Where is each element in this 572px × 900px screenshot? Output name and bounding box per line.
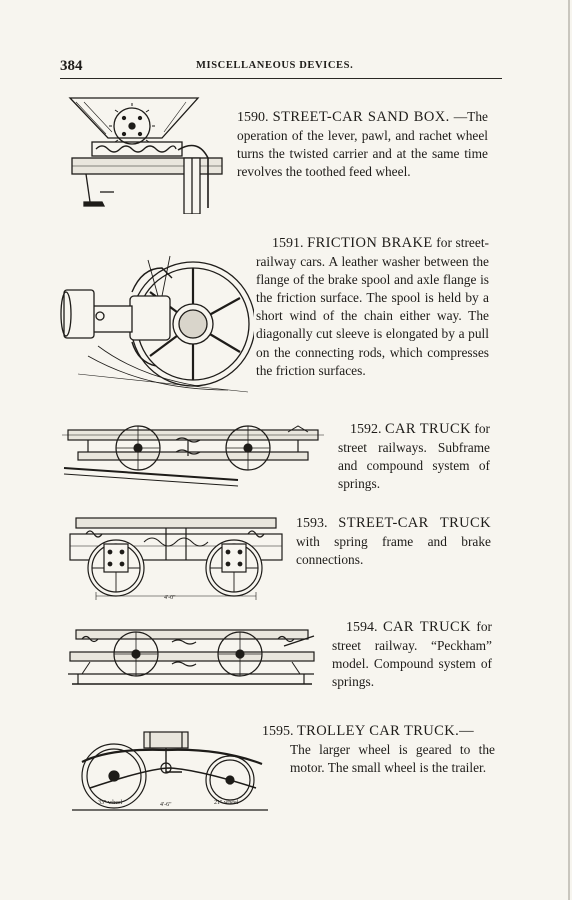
- entry-1591-title: FRICTION BRAKE: [307, 235, 433, 251]
- running-head: MISCELLANEOUS DEVICES.: [196, 60, 354, 71]
- page-number: 384: [60, 58, 83, 74]
- entry-1595-number: 1595.: [262, 724, 294, 739]
- figure-1591-friction-brake: [58, 236, 254, 394]
- entry-1592-body: for street railways. Subframe and compou…: [338, 421, 490, 492]
- entry-1591-number: 1591.: [272, 236, 304, 251]
- entry-1590-body: —The operation of the lever, pawl, and r…: [237, 109, 488, 180]
- header-rule: [60, 78, 502, 79]
- figure-1594-peckham-car-truck: [64, 622, 320, 698]
- entry-1591-body: for street-railway cars. A leather washe…: [256, 235, 489, 378]
- entry-1590: 1590. STREET-CAR SAND BOX. —The operatio…: [237, 108, 488, 181]
- entry-1591: 1591. FRICTION BRAKE for street-railway …: [256, 234, 489, 380]
- wheel-label-large: 33" wheel: [98, 800, 123, 806]
- entry-1590-title: STREET-CAR SAND BOX.: [272, 109, 450, 125]
- wheelbase-label: 4'-6": [160, 802, 172, 808]
- entry-1593-body: with spring frame and brake connections.: [296, 534, 491, 568]
- entry-1593-number: 1593.: [296, 516, 328, 531]
- entry-1594-title: CAR TRUCK: [382, 619, 471, 635]
- entry-1593: 1593. STREET-CAR TRUCK with spring frame…: [296, 514, 491, 569]
- figure-1592-car-truck: [58, 418, 328, 490]
- entry-1594: 1594. CAR TRUCK for street railway. “Pec…: [332, 618, 492, 691]
- entry-1595-title: TROLLEY CAR TRUCK.—: [296, 723, 475, 739]
- figure-1593-street-car-truck: 4'-0": [66, 512, 288, 602]
- entry-1590-number: 1590.: [237, 110, 269, 125]
- entry-1592-title: CAR TRUCK: [384, 421, 471, 437]
- entry-1593-title: STREET-CAR TRUCK: [338, 515, 491, 531]
- wheel-label-small: 21" wheel: [214, 800, 239, 806]
- entry-1595: 1595. TROLLEY CAR TRUCK.— The larger whe…: [262, 722, 495, 777]
- entry-1592: 1592. CAR TRUCK for street railways. Sub…: [338, 420, 490, 493]
- figure-1595-trolley-car-truck: 33" wheel 4'-6" 21" wheel: [70, 728, 270, 812]
- dimension-label-1593: 4'-0": [164, 595, 176, 601]
- entry-1594-body: for street railway. “Peckham” model. Com…: [332, 619, 492, 690]
- figure-1590-sand-box: [66, 92, 236, 214]
- entry-1595-body: The larger wheel is geared to the motor.…: [290, 742, 495, 776]
- entry-1594-number: 1594.: [346, 620, 378, 635]
- entry-1592-number: 1592.: [350, 422, 382, 437]
